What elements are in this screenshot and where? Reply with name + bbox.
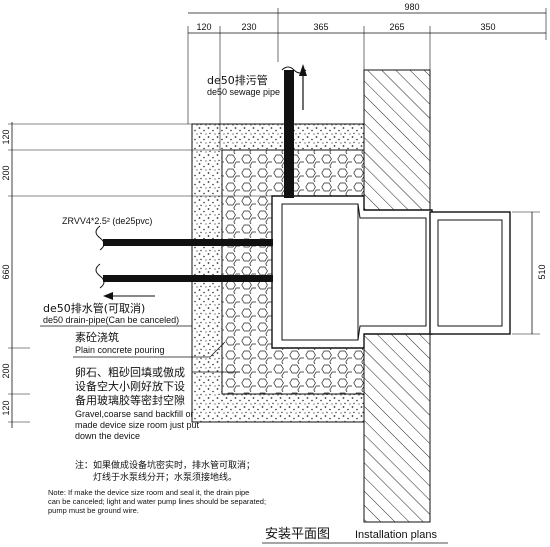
dim-top-5: 350: [480, 22, 495, 32]
note-en-2: can be canceled; light and water pump li…: [48, 497, 266, 506]
dim-left-3: 660: [1, 264, 11, 279]
gravel-label-en-2: made device size room just put: [75, 420, 200, 430]
note-cn-1: 注：如果做成设备坑密实时，排水管可取消；: [75, 459, 255, 471]
title-cn: 安装平面图: [265, 527, 330, 542]
dim-left-1: 120: [1, 129, 11, 144]
concrete-label-en: Plain concrete pouring: [75, 345, 165, 355]
gravel-label-cn-1: 卵石、粗砂回填或傲成: [75, 365, 185, 379]
pump-housing: [271, 195, 433, 349]
sewage-flow-arrow: [299, 64, 307, 76]
note-en-3: pump must be ground wire.: [48, 506, 139, 515]
concrete-label-cn: 素砼浇筑: [75, 330, 119, 344]
title-en: Installation plans: [355, 529, 437, 541]
dim-right: 510: [537, 264, 547, 279]
drain-label-en: de50 drain-pipe(Can be canceled): [43, 315, 179, 325]
dim-top-3: 365: [313, 22, 328, 32]
dim-top-total: 980: [404, 2, 419, 12]
gravel-label-cn-2: 设备空大小刚好放下设: [75, 379, 185, 393]
drain-pipe: [103, 275, 273, 282]
gravel-label-en-1: Gravel,coarse sand backfill or: [75, 409, 194, 419]
drain-flow-arrow: [103, 292, 113, 300]
dim-left-5: 120: [1, 400, 11, 415]
sewage-label-en: de50 sewage pipe: [207, 87, 280, 97]
gravel-label-en-3: down the device: [75, 431, 140, 441]
dim-left-2: 200: [1, 165, 11, 180]
dim-top-1: 120: [196, 22, 211, 32]
cable-pipe: [103, 239, 273, 246]
note-cn-2: 灯线于水泵线分开；水泵须接地线。: [93, 471, 237, 483]
cable-label: ZRVV4*2.5² (de25pvc): [62, 216, 152, 226]
dim-left-4: 200: [1, 363, 11, 378]
note-en-1: Note: If make the device size room and s…: [48, 488, 249, 497]
drain-label-cn: de50排水管(可取消): [43, 301, 145, 315]
dim-top-4: 265: [389, 22, 404, 32]
dim-top-2: 230: [241, 22, 256, 32]
light-box: [429, 211, 511, 335]
sewage-label-cn: de50排污管: [207, 73, 268, 87]
gravel-label-cn-3: 备用玻璃胶等密封空隙: [75, 393, 185, 407]
sewage-pipe: [284, 70, 294, 198]
